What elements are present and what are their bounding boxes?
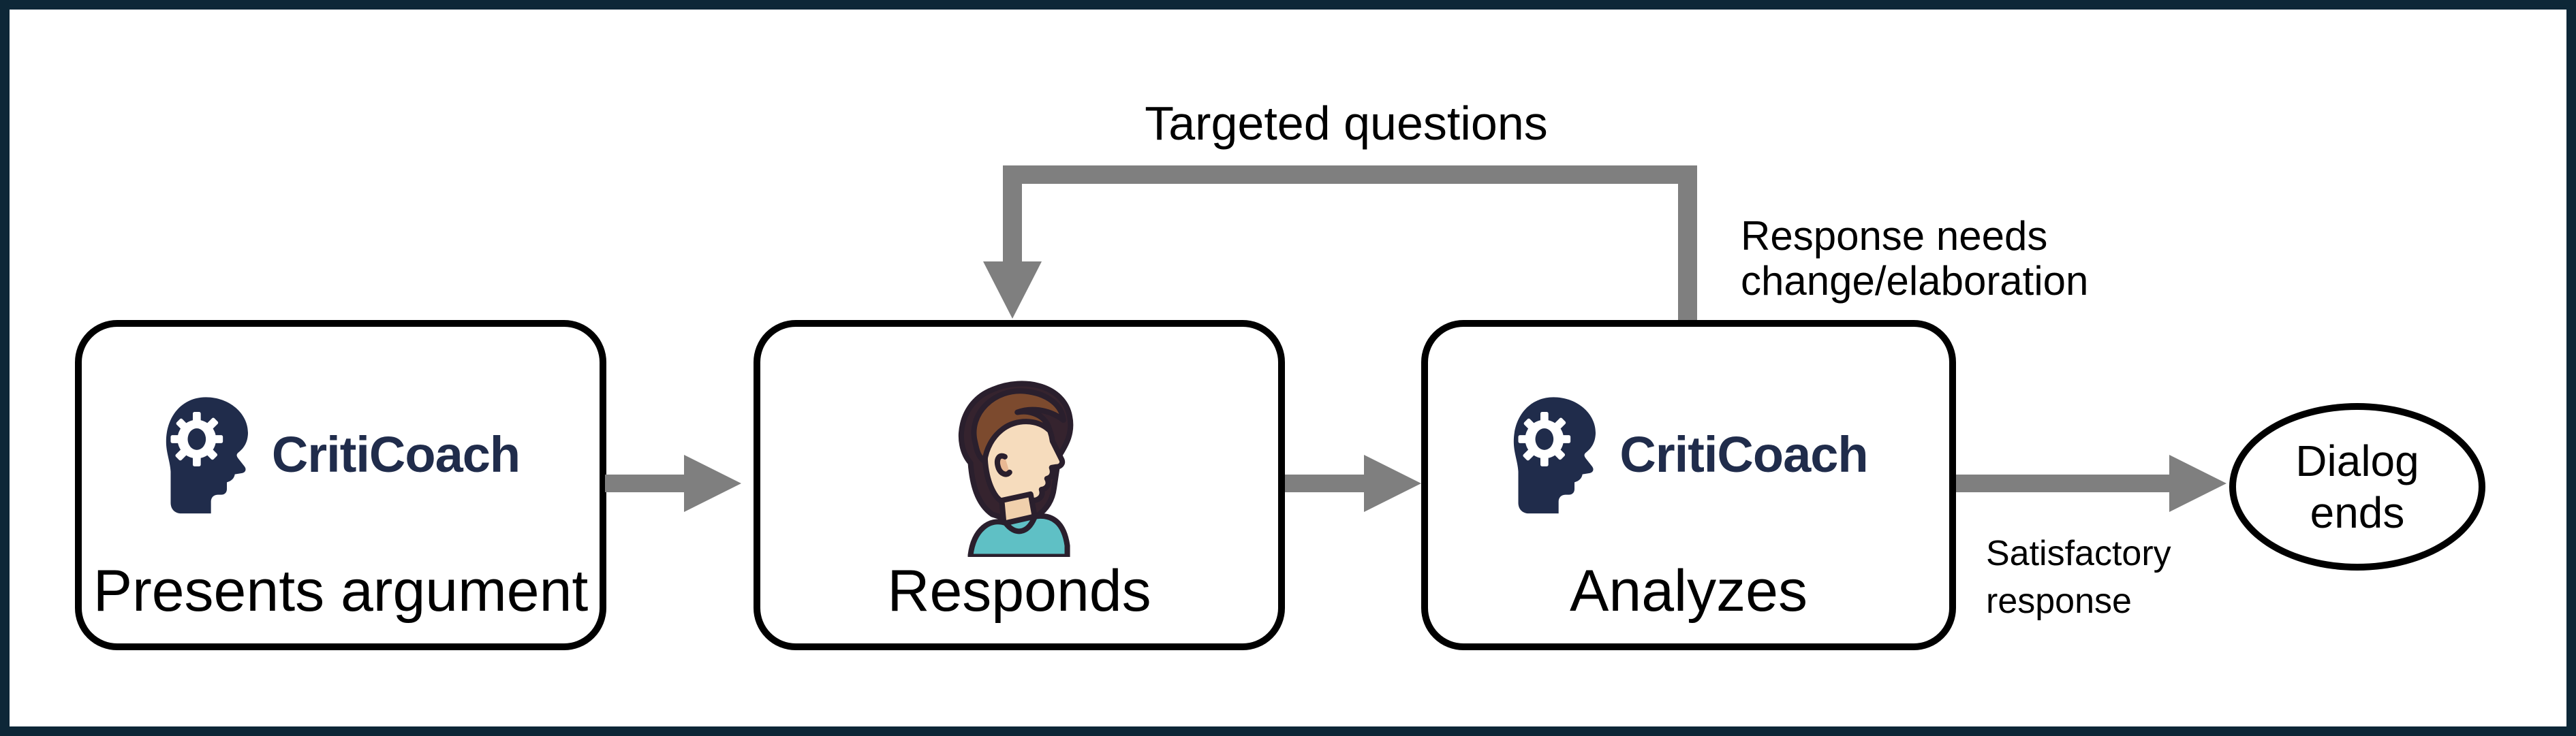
needs-change-label-line2: change/elaboration	[1741, 258, 2089, 304]
node-criticoach-analyzes: CritiCoach Analyzes	[1421, 320, 1956, 650]
flow-arrow-2-head-icon	[1364, 455, 1421, 512]
terminal-dialog-ends: Dialog ends	[2229, 403, 2485, 571]
node-user-responds: Responds	[754, 320, 1285, 650]
flow-arrow-2-shaft	[1285, 475, 1365, 492]
feedback-arrowhead-down-icon	[983, 261, 1042, 319]
node-criticoach-presents-argument: CritiCoach Presents argument	[75, 320, 606, 650]
node-label-presents-argument: Presents argument	[93, 558, 589, 624]
feedback-arrow-left-vertical-segment	[1003, 165, 1022, 263]
feedback-arrow-right-vertical-segment	[1678, 165, 1697, 321]
flow-arrow-3-shaft	[1956, 475, 2169, 492]
node-label-analyzes: Analyzes	[1570, 558, 1807, 624]
flow-arrow-1-head-icon	[684, 455, 741, 512]
criticoach-head-gear-icon	[1509, 395, 1606, 514]
feedback-arrow-label: Targeted questions	[1145, 97, 1548, 150]
needs-change-edge-label: Response needs change/elaboration	[1741, 214, 2088, 304]
node-label-responds: Responds	[887, 558, 1151, 624]
terminal-label-line2: ends	[2310, 488, 2405, 537]
terminal-label-line1: Dialog	[2295, 436, 2419, 485]
flow-arrow-1-shaft	[605, 475, 685, 492]
criticoach-brand-text: CritiCoach	[1619, 426, 1868, 483]
feedback-arrow-horizontal-segment	[1003, 165, 1697, 184]
criticoach-logo: CritiCoach	[82, 395, 600, 514]
satisfactory-label-line2: response	[1986, 581, 2132, 621]
satisfactory-edge-label: Satisfactory response	[1986, 530, 2171, 625]
satisfactory-label-line1: Satisfactory	[1986, 534, 2171, 573]
criticoach-head-gear-icon	[161, 395, 258, 514]
needs-change-label-line1: Response needs	[1741, 213, 2048, 259]
criticoach-brand-text: CritiCoach	[271, 426, 521, 483]
flow-arrow-3-head-icon	[2169, 455, 2226, 512]
user-profile-avatar-icon	[930, 369, 1102, 557]
criticoach-logo: CritiCoach	[1428, 395, 1949, 514]
